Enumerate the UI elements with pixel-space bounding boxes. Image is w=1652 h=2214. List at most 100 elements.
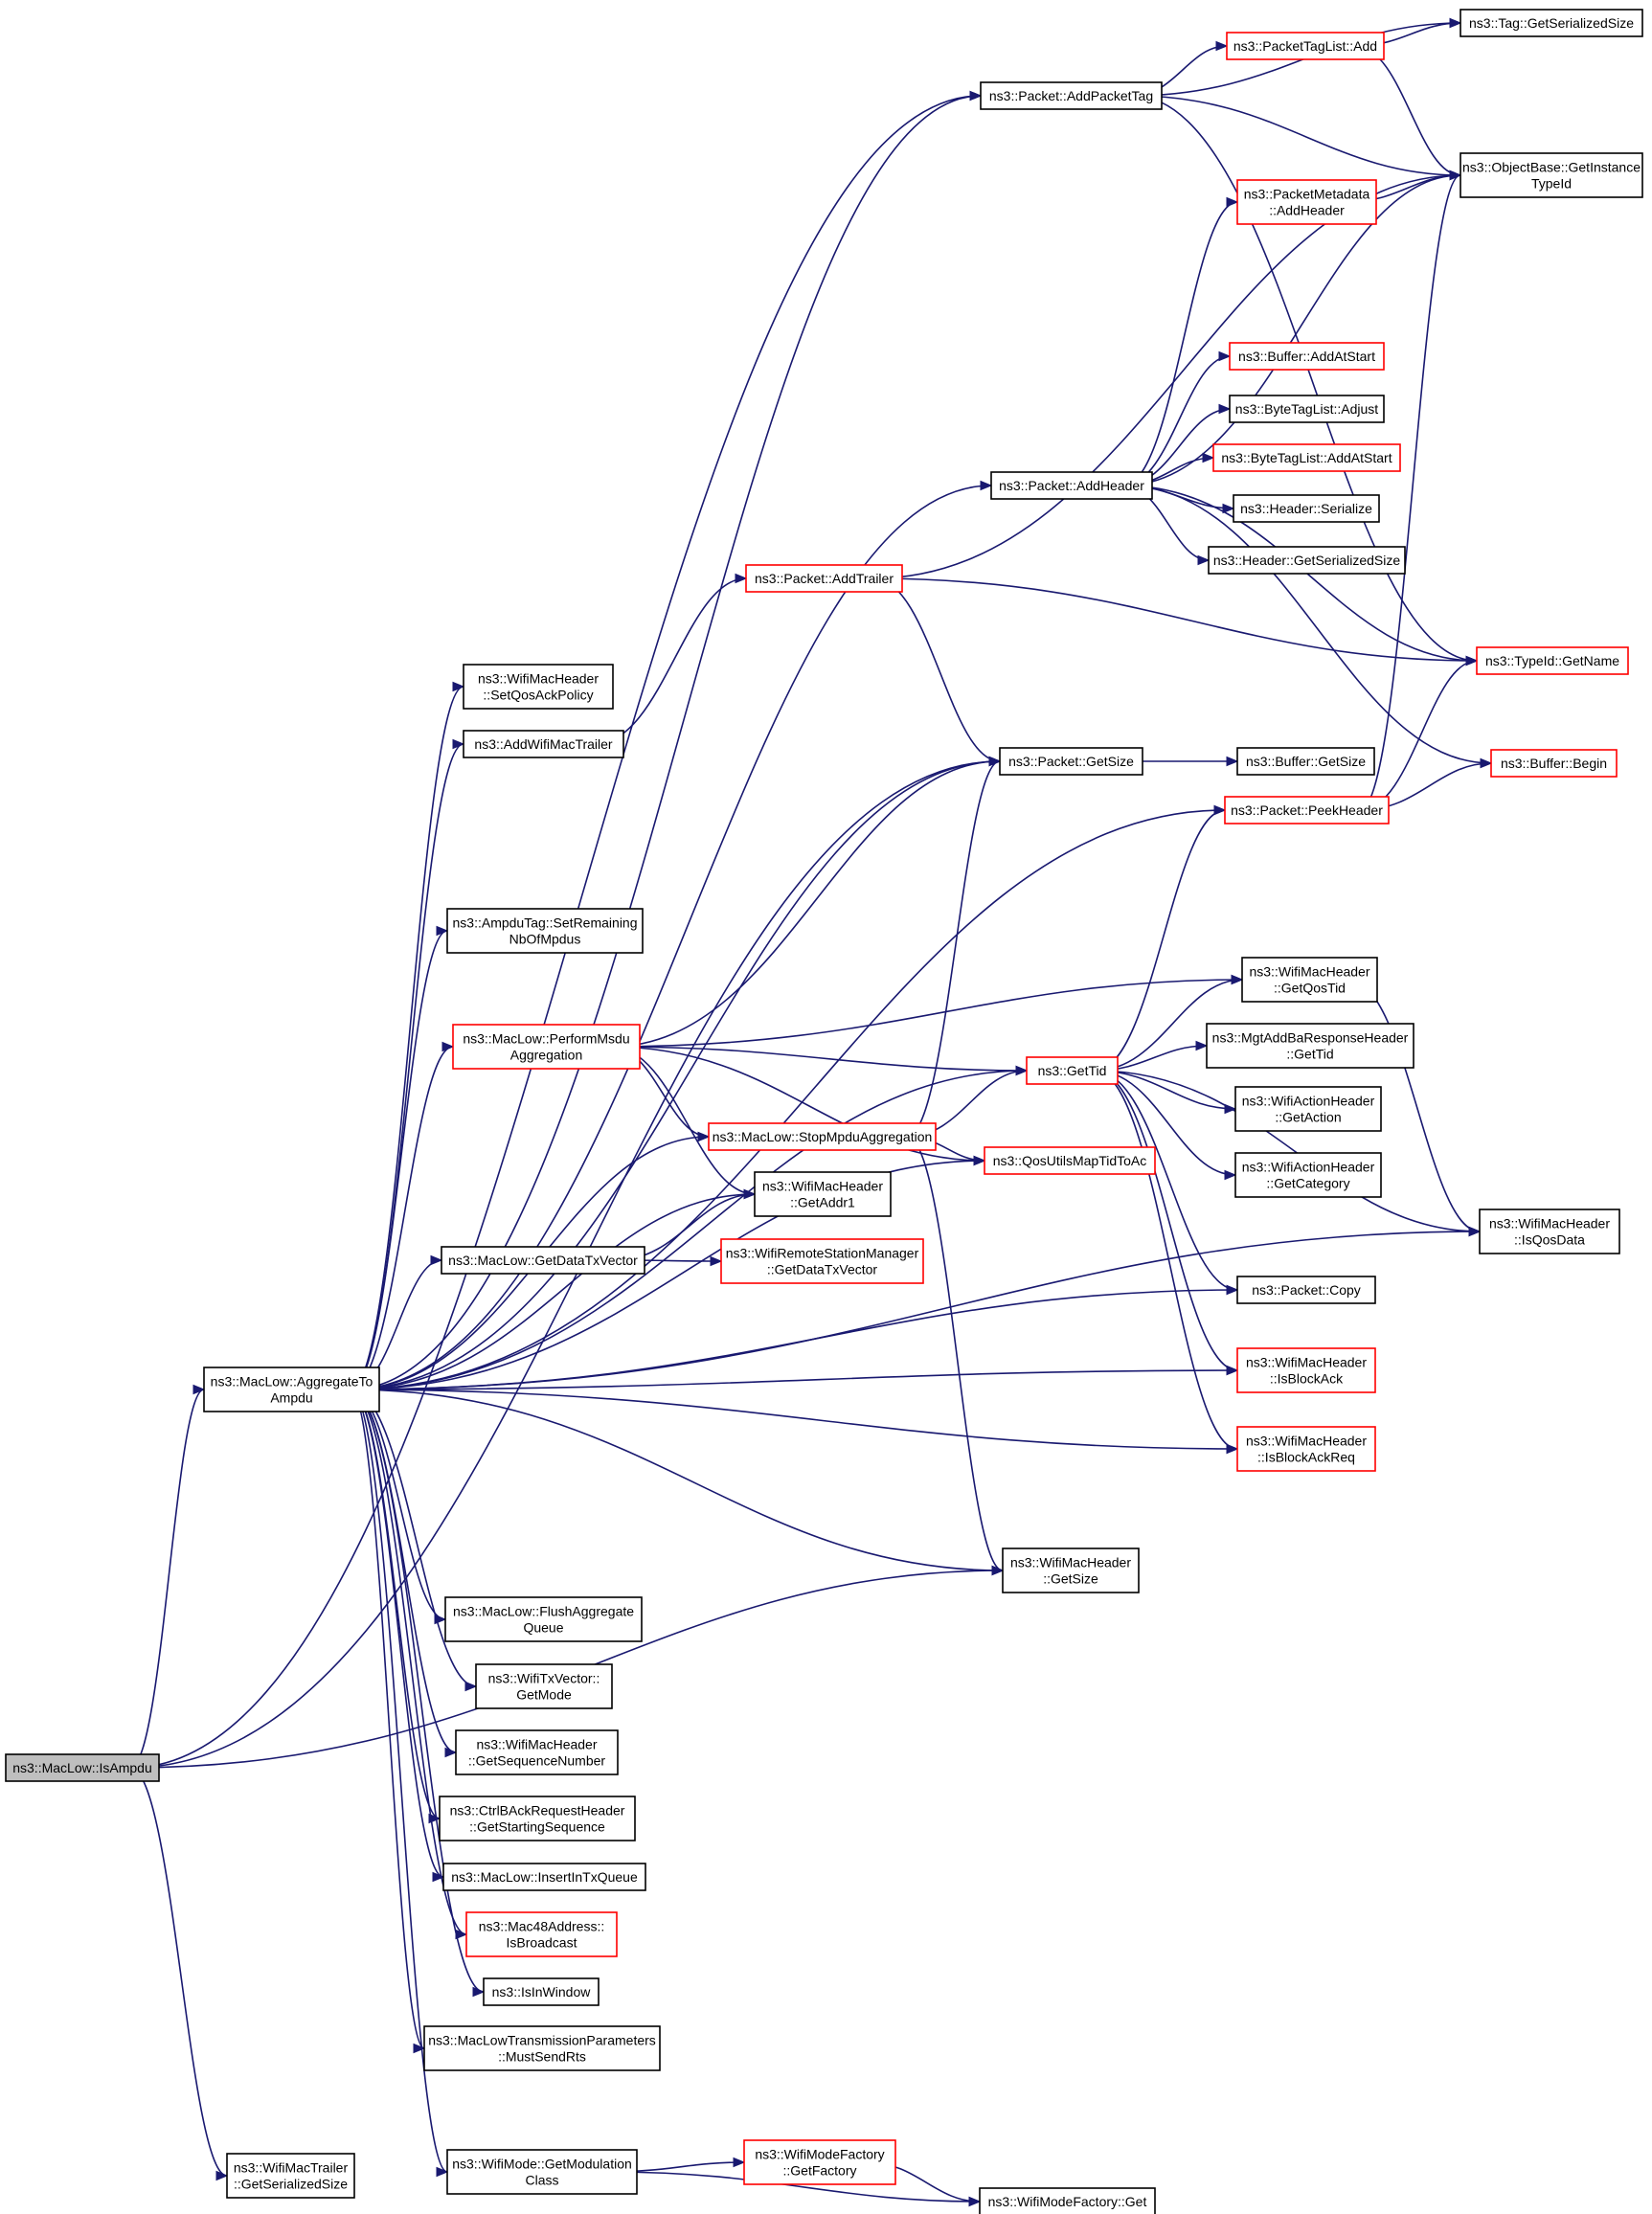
- node-wifimacheader-getsize[interactable]: ns3::WifiMacHeader::GetSize: [1002, 1548, 1140, 1593]
- node-box: [463, 664, 614, 710]
- node-isblockackreq[interactable]: ns3::WifiMacHeader::IsBlockAckReq: [1236, 1426, 1376, 1472]
- edge-arrowhead: [1226, 196, 1239, 208]
- node-label: ::GetDataTxVector: [767, 1262, 877, 1277]
- node-packet-addheader[interactable]: ns3::Packet::AddHeader: [990, 471, 1153, 500]
- node-label: ns3::AmpduTag::SetRemaining: [453, 915, 638, 931]
- call-edge: [1359, 169, 1462, 811]
- node-modefactory-getfactory[interactable]: ns3::WifiModeFactory::GetFactory: [743, 2139, 896, 2185]
- node-modefactory-get[interactable]: ns3::WifiModeFactory::Get: [979, 2187, 1156, 2214]
- edge-line: [1095, 809, 1226, 1072]
- node-label: ns3::Header::Serialize: [1240, 501, 1372, 516]
- node-box: [980, 81, 1163, 110]
- node-buffer-getsize[interactable]: ns3::Buffer::GetSize: [1236, 747, 1375, 776]
- node-packettaglist-add[interactable]: ns3::PacketTagList::Add: [1226, 32, 1385, 60]
- node-addpackettag[interactable]: ns3::Packet::AddPacketTag: [980, 81, 1163, 110]
- node-getqostid[interactable]: ns3::WifiMacHeader::GetQosTid: [1241, 957, 1378, 1003]
- call-edge: [906, 1136, 1005, 1576]
- node-trailer-size[interactable]: ns3::WifiMacTrailer::GetSerializedSize: [226, 2153, 355, 2199]
- node-mustsendrts[interactable]: ns3::MacLowTransmissionParameters::MustS…: [423, 2025, 661, 2071]
- node-box: [1236, 1426, 1376, 1472]
- node-qosutils[interactable]: ns3::QosUtilsMapTidToAc: [984, 1146, 1156, 1175]
- node-gettid[interactable]: ns3::GetTid: [1026, 1056, 1119, 1085]
- node-isinwindow[interactable]: ns3::IsInWindow: [483, 1977, 600, 2006]
- node-box: [979, 2187, 1156, 2214]
- node-label: ns3::MacLow::IsAmpdu: [12, 1760, 152, 1775]
- node-metadata-addheader[interactable]: ns3::PacketMetadata::AddHeader: [1236, 179, 1377, 225]
- node-stopmpdu[interactable]: ns3::MacLow::StopMpduAggregation: [708, 1122, 937, 1151]
- call-edge: [1122, 196, 1239, 486]
- edge-line: [1095, 1070, 1481, 1232]
- edge-arrowhead: [464, 1681, 478, 1692]
- node-header-serialize[interactable]: ns3::Header::Serialize: [1233, 494, 1380, 523]
- node-header-size[interactable]: ns3::Header::GetSerializedSize: [1208, 546, 1406, 575]
- node-mgtaddba-gettid[interactable]: ns3::MgtAddBaResponseHeader::GetTid: [1206, 1023, 1414, 1069]
- node-label: ns3::Packet::Copy: [1252, 1282, 1361, 1298]
- node-addwifimactrailer[interactable]: ns3::AddWifiMacTrailer: [463, 730, 624, 758]
- edge-line: [610, 760, 1001, 1048]
- edge-line: [1122, 201, 1238, 486]
- node-insertintxqueue[interactable]: ns3::MacLow::InsertInTxQueue: [442, 1863, 646, 1891]
- edge-arrowhead: [432, 1871, 445, 1883]
- node-getaction[interactable]: ns3::WifiActionHeader::GetAction: [1234, 1086, 1382, 1132]
- node-bytetag-adjust[interactable]: ns3::ByteTagList::Adjust: [1229, 395, 1385, 423]
- node-buffer-addatstart[interactable]: ns3::Buffer::AddAtStart: [1229, 342, 1385, 371]
- node-label: ::GetCategory: [1266, 1176, 1349, 1191]
- edge-line: [350, 1389, 485, 1993]
- edge-arrowhead: [1197, 554, 1211, 566]
- node-getcategory[interactable]: ns3::WifiActionHeader::GetCategory: [1234, 1152, 1382, 1198]
- node-packet-getsize[interactable]: ns3::Packet::GetSize: [999, 747, 1143, 776]
- edge-line: [906, 760, 1001, 1138]
- node-packet-addtrailer[interactable]: ns3::Packet::AddTrailer: [745, 564, 903, 593]
- node-getsequencenumber[interactable]: ns3::WifiMacHeader::GetSequenceNumber: [455, 1729, 619, 1775]
- node-label: ns3::Buffer::GetSize: [1246, 754, 1366, 769]
- node-rsm-getdatatxvector[interactable]: ns3::WifiRemoteStationManager::GetDataTx…: [720, 1238, 924, 1284]
- node-box: [1226, 32, 1385, 60]
- call-edge: [350, 90, 983, 1390]
- edge-arrowhead: [735, 573, 748, 584]
- node-typeid-getname[interactable]: ns3::TypeId::GetName: [1476, 646, 1629, 675]
- node-box: [463, 730, 624, 758]
- call-edge: [350, 925, 449, 1390]
- node-setqosackpolicy[interactable]: ns3::WifiMacHeader::SetQosAckPolicy: [463, 664, 614, 710]
- node-label: ns3::WifiMacHeader: [1246, 1434, 1367, 1449]
- edge-line: [350, 1389, 446, 1620]
- node-packet-copy[interactable]: ns3::Packet::Copy: [1236, 1276, 1376, 1304]
- node-label: NbOfMpdus: [509, 932, 581, 947]
- edge-arrowhead: [980, 480, 993, 491]
- node-label: ::GetSequenceNumber: [468, 1753, 606, 1769]
- node-label: ns3::WifiModeFactory: [755, 2147, 884, 2162]
- node-box: [1002, 1548, 1140, 1593]
- call-edge: [350, 1284, 1239, 1390]
- node-isblockack[interactable]: ns3::WifiMacHeader::IsBlockAck: [1236, 1347, 1376, 1393]
- node-tag-size[interactable]: ns3::Tag::GetSerializedSize: [1460, 9, 1643, 37]
- node-getaddr1[interactable]: ns3::WifiMacHeader::GetAddr1: [754, 1171, 892, 1217]
- node-label: ns3::WifiMacTrailer: [234, 2160, 349, 2176]
- node-getdatatxvector[interactable]: ns3::MacLow::GetDataTxVector: [441, 1246, 645, 1275]
- node-isqosdata[interactable]: ns3::WifiMacHeader::IsQosData: [1479, 1209, 1620, 1254]
- edge-arrowhead: [1224, 1169, 1237, 1181]
- edge-arrowhead: [1226, 1365, 1239, 1376]
- node-bytetag-addatstart[interactable]: ns3::ByteTagList::AddAtStart: [1212, 443, 1401, 472]
- node-box: [745, 564, 903, 593]
- node-txvector-getmode[interactable]: ns3::WifiTxVector::GetMode: [475, 1663, 613, 1709]
- node-ctrlback[interactable]: ns3::CtrlBAckRequestHeader::GetStartingS…: [439, 1796, 636, 1841]
- node-isbroadcast[interactable]: ns3::Mac48Address::IsBroadcast: [465, 1911, 618, 1957]
- node-isampdu[interactable]: ns3::MacLow::IsAmpdu: [5, 1753, 160, 1782]
- node-box: [441, 1246, 645, 1275]
- node-label: ns3::ObjectBase::GetInstance: [1462, 160, 1641, 175]
- node-label: TypeId: [1531, 176, 1572, 192]
- node-box: [1233, 494, 1380, 523]
- node-buffer-begin[interactable]: ns3::Buffer::Begin: [1490, 749, 1618, 778]
- call-edge: [350, 1226, 1482, 1390]
- node-box: [1476, 646, 1629, 675]
- node-box: [203, 1367, 380, 1412]
- call-edge: [610, 756, 1002, 1048]
- call-edge: [350, 1389, 1005, 1576]
- node-packet-peekheader[interactable]: ns3::Packet::PeekHeader: [1224, 796, 1390, 825]
